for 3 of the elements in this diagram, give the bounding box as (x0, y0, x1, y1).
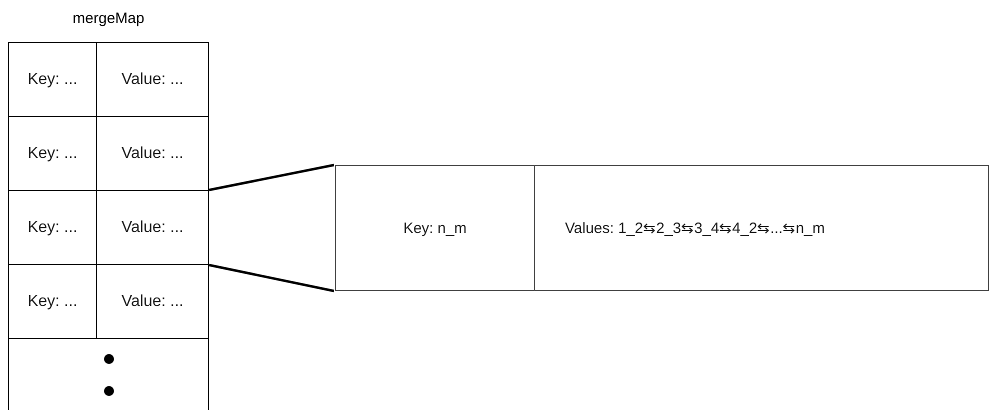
table-title: mergeMap (72, 10, 146, 27)
connector-line (208, 164, 334, 192)
connector-line (208, 264, 334, 292)
